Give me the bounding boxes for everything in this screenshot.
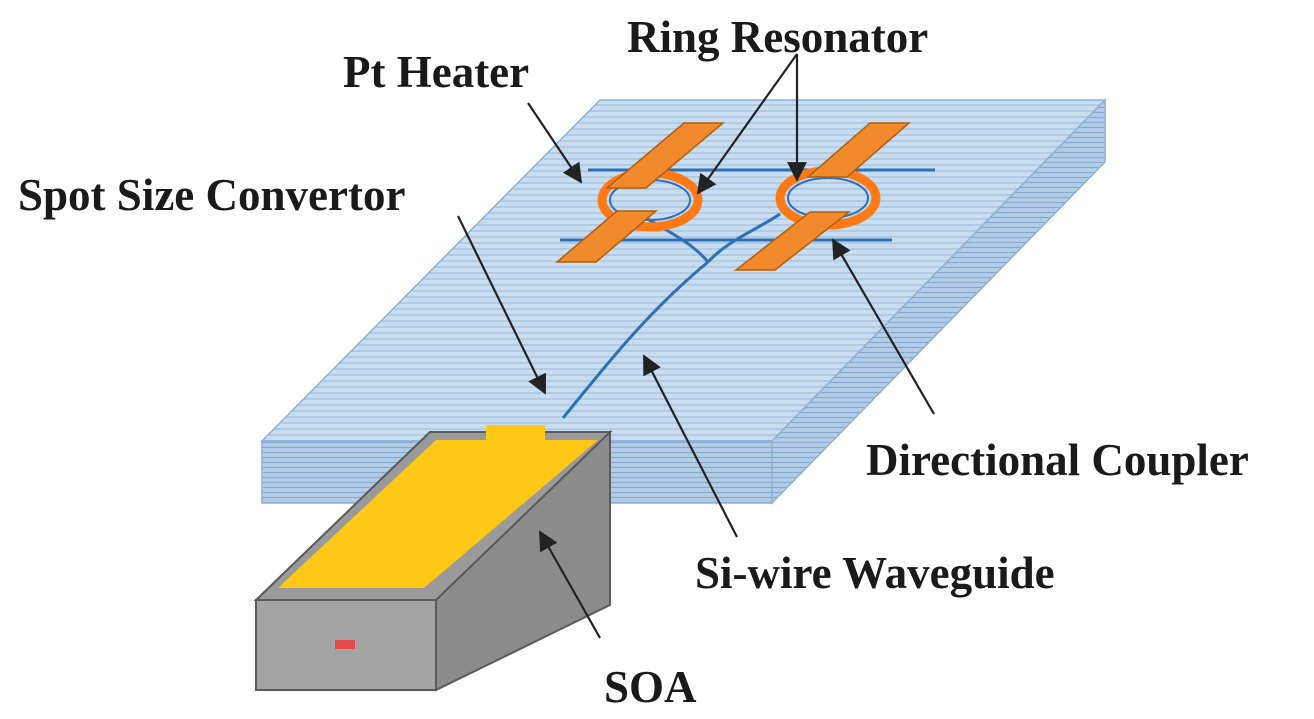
leader-arrows	[457, 53, 935, 639]
soa-chip	[253, 425, 613, 692]
ring-resonator-right	[733, 122, 912, 271]
label-soa: SOA	[604, 662, 697, 712]
pt-heater-pad-left-top	[604, 122, 726, 189]
arrow-pt-heater	[527, 102, 583, 184]
arrow-spot-size-convertor	[457, 215, 547, 395]
pt-heater-pad-right-bottom	[733, 211, 852, 271]
arrow-soa	[539, 530, 601, 639]
label-directional-coupler: Directional Coupler	[866, 435, 1249, 485]
label-pt-heater: Pt Heater	[343, 47, 529, 97]
chip-right-face	[771, 98, 1106, 505]
label-si-wire-waveguide: Si-wire Waveguide	[695, 548, 1055, 598]
label-ring-resonator: Ring Resonator	[627, 12, 928, 62]
arrow-si-wire-waveguide	[643, 354, 738, 538]
label-spot-size-convertor: Spot Size Convertor	[18, 170, 405, 220]
arrow-directional-coupler	[832, 238, 935, 415]
pt-heater-pad-left-bottom	[554, 210, 659, 263]
diagram-labels: Ring Resonator Pt Heater Spot Size Conve…	[18, 12, 1249, 712]
soa-ridge	[486, 425, 545, 440]
soa-emitter	[335, 640, 355, 649]
soa-gold-electrode	[278, 440, 598, 588]
ring-resonator-left	[554, 122, 726, 263]
arrow-ring-resonator-left	[696, 53, 798, 195]
pt-heater-pad-right-top	[805, 122, 912, 178]
